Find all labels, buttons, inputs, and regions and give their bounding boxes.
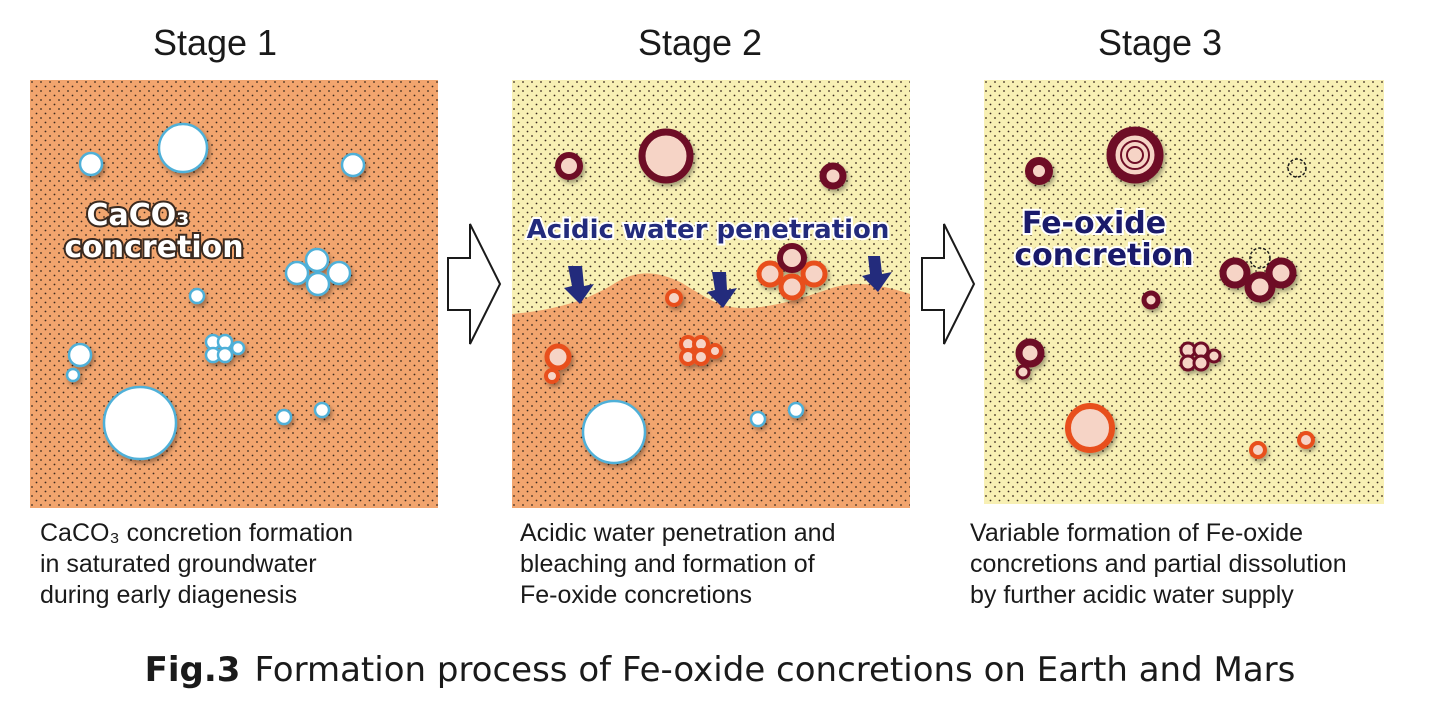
fe-oxide-rimmed-concretion	[777, 243, 807, 273]
figure-caption: Fig.3 Formation process of Fe-oxide concr…	[0, 650, 1440, 690]
fe-oxide-rimmed-concretion	[692, 348, 710, 366]
description-line: Variable formation of Fe-oxide	[970, 519, 1304, 547]
stage-3-title: Stage 3	[1097, 22, 1223, 63]
stage-1-diagram: CaCO₃ concretion	[30, 80, 438, 508]
calcite-concretion	[275, 408, 293, 426]
fe-oxide-concretions	[1015, 126, 1315, 459]
calcite-concretion	[581, 399, 647, 465]
fe-oxide-rimmed-concretion	[1015, 338, 1045, 368]
fe-oxide-banded-concretion	[1106, 126, 1164, 184]
fe-oxide-rimmed-concretion	[665, 289, 683, 307]
fe-oxide-rimmed-concretion	[1015, 364, 1031, 380]
description-line: by further acidic water supply	[970, 581, 1294, 609]
acidic-water-label: Acidic water penetration	[527, 215, 890, 245]
calcite-concretion	[340, 152, 366, 178]
calcite-concretion	[304, 247, 330, 273]
description-line: in saturated groundwater	[40, 550, 317, 578]
fe-oxide-rimmed-concretion	[1265, 257, 1297, 289]
figure-caption-text: Formation process of Fe-oxide concretion…	[254, 650, 1296, 690]
fe-oxide-rimmed-concretion	[1192, 354, 1210, 372]
calcite-concretion	[313, 401, 331, 419]
calcite-concretion	[65, 367, 81, 383]
description-line: CaCO₃ concretion formation	[40, 519, 354, 547]
fe-oxide-rimmed-concretion	[1206, 348, 1222, 364]
stage-2-diagram: Acidic water penetration	[512, 80, 910, 508]
concentric-band	[1120, 140, 1150, 170]
stage-1-title: Stage 1	[152, 22, 278, 63]
calcite-concretion	[78, 151, 104, 177]
fe-oxide-rimmed-concretion	[1025, 157, 1053, 185]
flow-arrow-icon	[707, 272, 737, 308]
stage-3-panel: Fe-oxide concretion	[984, 80, 1384, 504]
fe-oxide-rimmed-concretion	[1141, 290, 1161, 310]
description-line: Fe-oxide concretions	[520, 581, 753, 609]
concentric-band	[1126, 146, 1144, 164]
figure-label: Fig.3	[144, 650, 241, 690]
stage-transition-arrow	[447, 223, 502, 345]
calcite-concretion	[787, 401, 805, 419]
fe-oxide-rimmed-concretion	[819, 162, 847, 190]
fe-oxide-rimmed-concretion	[1065, 403, 1115, 453]
calcite-concretion	[284, 260, 310, 286]
description-line: concretions and partial dissolution	[970, 550, 1347, 578]
flow-arrow-icon	[862, 256, 892, 292]
stage-3-description: Variable formation of Fe-oxide concretio…	[970, 518, 1430, 611]
fe-oxide-rimmed-concretion	[1219, 257, 1251, 289]
calcite-concretion	[67, 342, 93, 368]
fe-oxide-concretions	[544, 128, 847, 465]
calcite-concretion	[157, 122, 209, 174]
stage-3-diagram: Fe-oxide concretion	[984, 80, 1384, 504]
calcite-concretion	[749, 410, 767, 428]
calcite-concretion	[216, 346, 234, 364]
caco3-label: CaCO₃	[87, 198, 190, 233]
fe-oxide-rimmed-concretion	[544, 343, 572, 371]
stage-2-description: Acidic water penetration and bleaching a…	[520, 518, 980, 611]
stage-1-description: CaCO₃ concretion formation in saturated …	[40, 518, 500, 611]
sand-grain-texture	[30, 80, 438, 508]
calcite-concretion	[326, 260, 352, 286]
fe-oxide-rimmed-concretion	[778, 273, 806, 301]
fe-oxide-rimmed-concretion	[800, 260, 828, 288]
stage-transition-arrow	[921, 223, 976, 345]
fe-oxide-rimmed-concretion	[555, 152, 583, 180]
fe-oxide-rimmed-concretion	[1244, 271, 1276, 303]
fe-oxide-rimmed-concretion	[756, 260, 784, 288]
stage-1-panel: CaCO₃ concretion	[30, 80, 438, 508]
concretion-label: concretion	[1014, 238, 1193, 273]
flow-arrow-icon	[564, 266, 594, 304]
calcite-concretion	[102, 385, 178, 461]
fe-oxide-rimmed-concretion	[707, 343, 723, 359]
calcite-concretion	[188, 287, 206, 305]
description-line: bleaching and formation of	[520, 550, 815, 578]
fe-oxide-rimmed-concretion	[544, 368, 560, 384]
fe-oxide-rimmed-concretion	[638, 128, 694, 184]
stage-2-panel: Acidic water penetration	[512, 80, 910, 508]
fe-oxide-rimmed-concretion	[1249, 441, 1267, 459]
description-line: during early diagenesis	[40, 581, 298, 609]
downward-flow-arrows	[564, 256, 892, 308]
description-line: Acidic water penetration and	[520, 519, 836, 547]
sand-grain-texture	[984, 80, 1384, 504]
stage-2-title: Stage 2	[637, 22, 763, 63]
fe-oxide-rimmed-concretion	[1297, 431, 1315, 449]
dissolved-concretion-outline	[1249, 247, 1271, 269]
dissolved-concretion-outline	[1287, 158, 1307, 178]
calcite-concretion	[305, 271, 331, 297]
fe-oxide-label: Fe-oxide	[1022, 206, 1166, 241]
concretion-label: concretion	[64, 230, 243, 265]
calcite-concretion	[230, 340, 246, 356]
caco3-concretions	[65, 122, 366, 461]
